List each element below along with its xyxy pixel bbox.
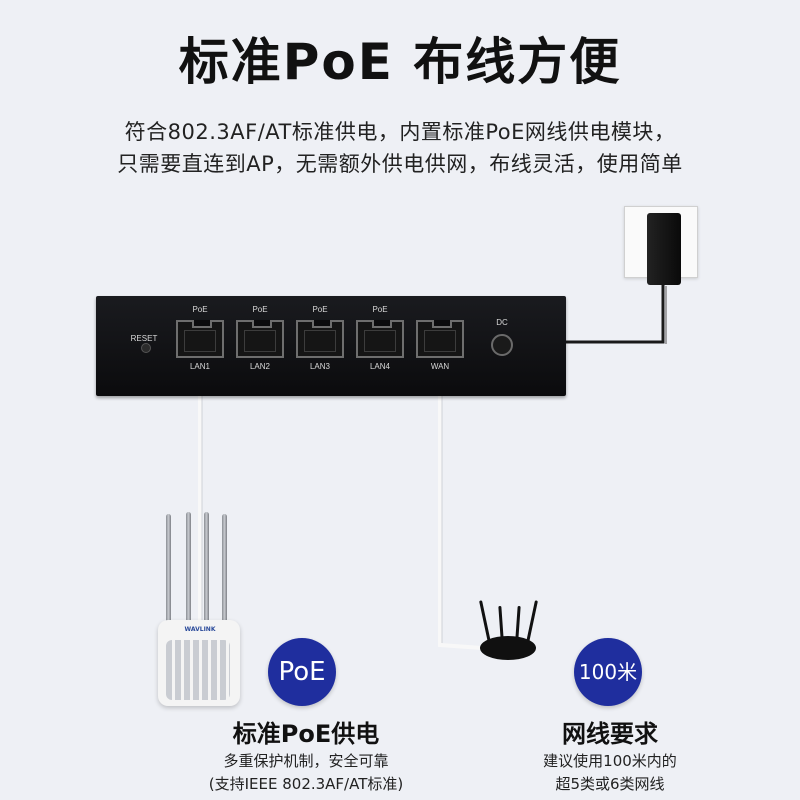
- port-5-bottom-label: WAN: [430, 362, 450, 371]
- poe-feature-line-1: 多重保护机制，安全可靠: [223, 752, 389, 770]
- port-4-top-label: PoE: [372, 305, 388, 314]
- poe-power-adapter: [647, 213, 681, 285]
- subtitle-line-1: 符合802.3AF/AT标准供电，内置标准PoE网线供电模块，: [124, 120, 676, 144]
- wan-cable: [438, 372, 483, 650]
- dc-label: DC: [496, 318, 508, 327]
- port-4-bottom-label: LAN4: [369, 362, 390, 371]
- dc-power-jack: [491, 334, 513, 356]
- port-3-bottom-label: LAN3: [309, 362, 330, 371]
- router: [480, 636, 536, 660]
- page-title: 标准PoE 布线方便: [178, 33, 622, 91]
- distance-badge-icon: 100米: [574, 638, 642, 706]
- subtitle-line-2: 只需要直连到AP，无需额外供电供网，布线灵活，使用简单: [117, 152, 683, 176]
- ap-antenna-4: [222, 514, 227, 626]
- cable-feature-line-2: 超5类或6类网线: [555, 775, 665, 793]
- port-1-top-label: PoE: [192, 305, 208, 314]
- ap-brand-label: WAVLINK: [184, 626, 216, 633]
- poe-feature-line-2: (支持IEEE 802.3AF/AT标准): [208, 775, 404, 793]
- port-1-bottom-label: LAN1: [189, 362, 210, 371]
- ap-antenna-1: [166, 514, 171, 626]
- poe-feature-title: 标准PoE供电: [232, 720, 380, 748]
- reset-button: [141, 343, 151, 353]
- lan1-port: [176, 320, 224, 358]
- wan-port: [416, 320, 464, 358]
- reset-label: RESET: [130, 334, 158, 343]
- poe-badge-icon: PoE: [268, 638, 336, 706]
- lan3-port: [296, 320, 344, 358]
- cable-feature-line-1: 建议使用100米内的: [543, 752, 677, 770]
- cable-feature-title: 网线要求: [562, 720, 658, 748]
- port-2-bottom-label: LAN2: [249, 362, 270, 371]
- port-3-top-label: PoE: [312, 305, 328, 314]
- ap-antenna-3: [204, 512, 209, 624]
- ap-antenna-2: [186, 512, 191, 624]
- ap-heatsink-grille: [166, 640, 230, 700]
- port-2-top-label: PoE: [252, 305, 268, 314]
- lan2-port: [236, 320, 284, 358]
- lan4-port: [356, 320, 404, 358]
